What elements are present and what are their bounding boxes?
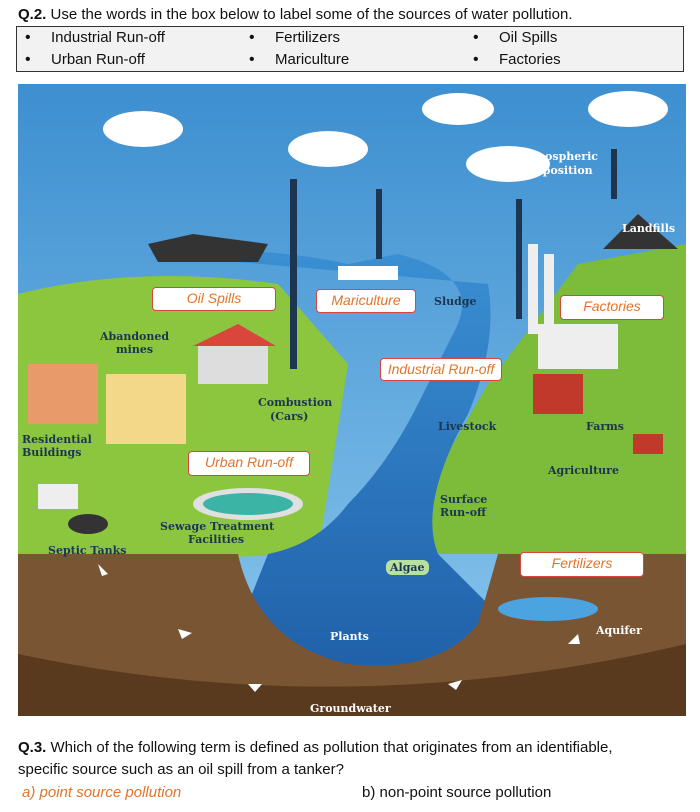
- word-item: Factories: [473, 51, 561, 69]
- answer-label-industrial-runoff: Industrial Run-off: [380, 358, 502, 381]
- word-item: Urban Run-off: [25, 51, 145, 69]
- label-aquifer: Aquifer: [596, 624, 642, 637]
- label-surface: Surface: [440, 493, 488, 506]
- answer-label-factories: Factories: [560, 295, 664, 320]
- question-3: Q.3. Which of the following term is defi…: [18, 738, 613, 758]
- option-a[interactable]: a) point source pollution: [22, 784, 182, 801]
- label-sewage: Sewage Treatment: [160, 520, 275, 533]
- label-mines: mines: [116, 343, 154, 356]
- question-number: Q.3.: [18, 739, 47, 756]
- label-livestock: Livestock: [438, 420, 497, 433]
- label-buildings: Buildings: [22, 446, 82, 459]
- groundwater-arrows: [98, 564, 580, 692]
- answer-label-mariculture: Mariculture: [316, 289, 416, 313]
- label-algae: Algae: [386, 560, 429, 575]
- question-2: Q.2. Use the words in the box below to l…: [18, 5, 572, 25]
- label-combustion: Combustion: [258, 396, 333, 409]
- question-text: Use the words in the box below to label …: [46, 6, 573, 23]
- label-groundwater: Groundwater: [310, 702, 391, 715]
- water-pollution-illustration: Oil Spills Mariculture Industrial Run-of…: [18, 84, 686, 716]
- option-b[interactable]: b) non-point source pollution: [362, 784, 552, 801]
- question-number: Q.2.: [18, 6, 47, 23]
- label-atmospheric: Atmospheric: [520, 150, 598, 163]
- answer-label-urban-runoff: Urban Run-off: [188, 451, 310, 476]
- label-residential: Residential: [22, 433, 92, 446]
- label-septic-tanks: Septic Tanks: [48, 544, 127, 557]
- aquifer-pool: [498, 597, 598, 621]
- clouds: [103, 91, 668, 182]
- deep-soil: [18, 644, 686, 716]
- buildings: [28, 214, 678, 534]
- label-plants: Plants: [330, 630, 369, 643]
- label-runoff: Run-off: [440, 506, 487, 519]
- label-deposition: deposition: [528, 164, 593, 177]
- label-agriculture: Agriculture: [548, 464, 619, 477]
- label-facilities: Facilities: [188, 533, 245, 546]
- word-item: Industrial Run-off: [25, 29, 165, 47]
- question-text: Which of the following term is defined a…: [46, 739, 613, 756]
- label-sludge: Sludge: [434, 295, 477, 308]
- label-abandoned: Abandoned: [100, 330, 170, 343]
- illustration-drawing: [18, 84, 686, 716]
- label-farms: Farms: [586, 420, 624, 433]
- word-item: Oil Spills: [473, 29, 558, 47]
- word-item: Mariculture: [249, 51, 349, 69]
- label-cars: (Cars): [270, 410, 309, 423]
- answer-label-fertilizers: Fertilizers: [520, 552, 644, 577]
- river: [148, 250, 491, 684]
- question-3-line2: specific source such as an oil spill fro…: [18, 761, 344, 778]
- label-landfills: Landfills: [622, 222, 676, 235]
- word-item: Fertilizers: [249, 29, 340, 47]
- answer-label-oil-spills: Oil Spills: [152, 287, 276, 311]
- word-bank: Industrial Run-off Fertilizers Oil Spill…: [16, 26, 684, 72]
- arrows-up: [290, 149, 617, 369]
